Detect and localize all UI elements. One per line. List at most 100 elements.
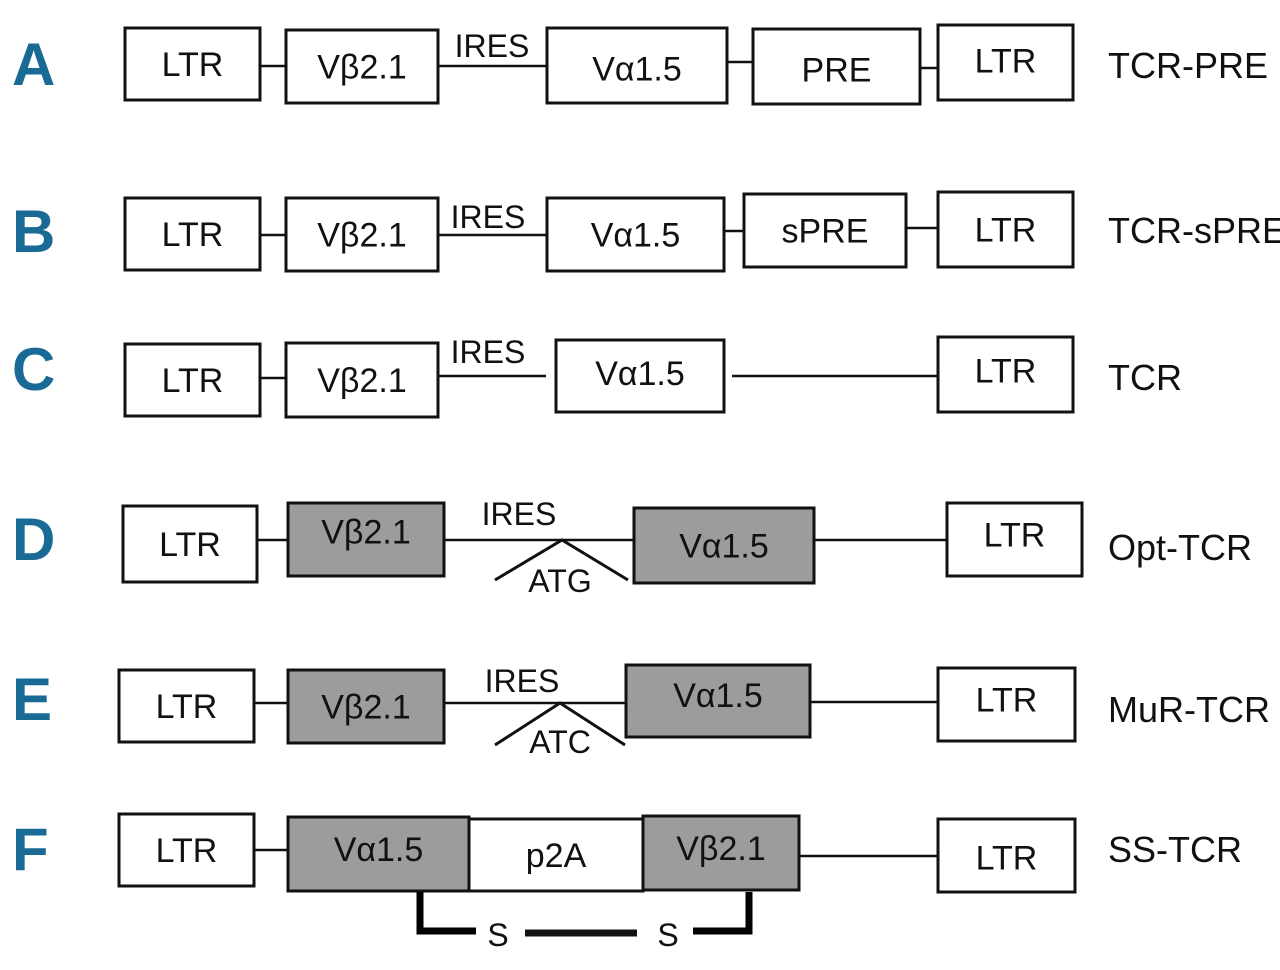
element-v-1-5: Vα1.5 xyxy=(632,506,816,585)
element-ltr: LTR xyxy=(117,668,256,744)
element-box xyxy=(467,817,645,893)
start-codon-caret xyxy=(494,701,626,747)
sulfur-label-right: S xyxy=(657,917,678,953)
element-box xyxy=(936,23,1075,102)
codon-optimized-gene-box xyxy=(641,814,801,892)
element-ltr: LTR xyxy=(936,817,1077,894)
element-v-1-5: Vα1.5 xyxy=(545,196,726,273)
panel-c: C LTR Vβ2.1 Vα1.5 LTR IRES TCR xyxy=(12,334,1182,419)
element-label: Vβ2.1 xyxy=(321,689,411,727)
panel-d: D LTR Vβ2.1 Vα1.5 LTR IRES ATG Opt-TCR xyxy=(12,496,1252,599)
element-label: LTR xyxy=(976,840,1038,878)
element-ltr: LTR xyxy=(123,196,262,272)
element-box xyxy=(117,668,256,744)
element-label: LTR xyxy=(162,362,224,400)
construct-name: MuR-TCR xyxy=(1108,689,1270,730)
element-ltr: LTR xyxy=(117,812,256,888)
sulfur-label-left: S xyxy=(487,917,508,953)
element-box xyxy=(545,26,729,105)
element-box xyxy=(936,335,1075,414)
element-label: LTR xyxy=(975,43,1037,81)
start-codon-caret xyxy=(494,538,629,582)
element-label: LTR xyxy=(975,212,1037,250)
element-v-1-5: Vα1.5 xyxy=(624,663,812,739)
codon-label: ATG xyxy=(528,563,591,599)
construct-name: TCR-PRE xyxy=(1108,45,1268,86)
element-ltr: LTR xyxy=(121,504,259,584)
element-ltr: LTR xyxy=(936,190,1075,269)
codon-optimized-gene-box xyxy=(632,506,816,585)
element-label: Vβ2.1 xyxy=(321,514,411,552)
construct-name: SS-TCR xyxy=(1108,829,1242,870)
panel-letter: A xyxy=(12,31,55,98)
element-ltr: LTR xyxy=(936,335,1075,414)
element-label: Vβ2.1 xyxy=(317,49,407,87)
disulfide-bracket-right xyxy=(693,892,753,935)
element-label: p2A xyxy=(526,837,587,875)
element-v-2-1: Vβ2.1 xyxy=(286,501,446,578)
element-label: Vα1.5 xyxy=(591,217,681,255)
panel-letter: D xyxy=(12,506,55,573)
element-v-1-5: Vα1.5 xyxy=(545,26,729,105)
element-v-1-5: Vα1.5 xyxy=(286,815,471,893)
panel-letter: F xyxy=(12,816,49,883)
construct-name: Opt-TCR xyxy=(1108,527,1252,568)
panel-b: B LTR Vβ2.1 Vα1.5 sPRE LTR IRES TCR-sPRE xyxy=(12,190,1280,273)
panel-f: F LTR Vα1.5 p2A Vβ2.1 LTR S S SS-TCR xyxy=(12,812,1242,953)
element-box xyxy=(936,666,1077,743)
element-label: LTR xyxy=(156,832,218,870)
element-box xyxy=(117,812,256,888)
element-box xyxy=(123,26,262,102)
construct-name: TCR-sPRE xyxy=(1108,210,1280,251)
element-spre: sPRE xyxy=(742,192,908,269)
element-ltr: LTR xyxy=(123,342,262,418)
element-label: LTR xyxy=(156,688,218,726)
codon-optimized-gene-box xyxy=(286,815,471,893)
element-label: PRE xyxy=(802,52,872,90)
ires-label: IRES xyxy=(451,199,526,235)
element-v-2-1: Vβ2.1 xyxy=(641,814,801,892)
ires-label: IRES xyxy=(455,28,530,64)
element-box xyxy=(742,192,908,269)
element-ltr: LTR xyxy=(945,501,1084,578)
element-v-2-1: Vβ2.1 xyxy=(284,196,440,273)
element-label: LTR xyxy=(975,353,1037,391)
panel-a: A LTR Vβ2.1 Vα1.5 PRE LTR IRES TCR-PRE xyxy=(12,23,1268,106)
element-box xyxy=(284,196,440,273)
element-box xyxy=(121,504,259,584)
element-box xyxy=(284,341,440,419)
panel-letter: E xyxy=(12,666,52,733)
codon-label: ATC xyxy=(529,724,591,760)
element-label: Vβ2.1 xyxy=(317,217,407,255)
codon-optimized-gene-box xyxy=(286,668,446,745)
panel-letter: B xyxy=(12,198,55,265)
element-label: Vα1.5 xyxy=(595,355,685,393)
element-p2a: p2A xyxy=(467,817,645,893)
element-box xyxy=(751,27,922,106)
panel-letter: C xyxy=(12,336,55,403)
construct-name: TCR xyxy=(1108,357,1182,398)
element-label: LTR xyxy=(984,517,1046,555)
ires-label: IRES xyxy=(482,496,557,532)
disulfide-bracket-left xyxy=(416,892,476,935)
ires-label: IRES xyxy=(451,334,526,370)
element-box xyxy=(123,342,262,418)
element-box xyxy=(123,196,262,272)
element-label: Vβ2.1 xyxy=(676,830,766,868)
element-label: sPRE xyxy=(782,213,869,251)
element-v-2-1: Vβ2.1 xyxy=(284,28,440,105)
element-v-1-5: Vα1.5 xyxy=(554,338,726,414)
element-label: Vα1.5 xyxy=(679,528,769,566)
element-ltr: LTR xyxy=(936,666,1077,743)
element-label: Vα1.5 xyxy=(334,831,424,869)
element-box xyxy=(284,28,440,105)
codon-optimized-gene-box xyxy=(286,501,446,578)
element-v-2-1: Vβ2.1 xyxy=(284,341,440,419)
element-ltr: LTR xyxy=(123,26,262,102)
element-pre: PRE xyxy=(751,27,922,106)
element-ltr: LTR xyxy=(936,23,1075,102)
element-label: LTR xyxy=(159,526,221,564)
element-box xyxy=(936,817,1077,894)
